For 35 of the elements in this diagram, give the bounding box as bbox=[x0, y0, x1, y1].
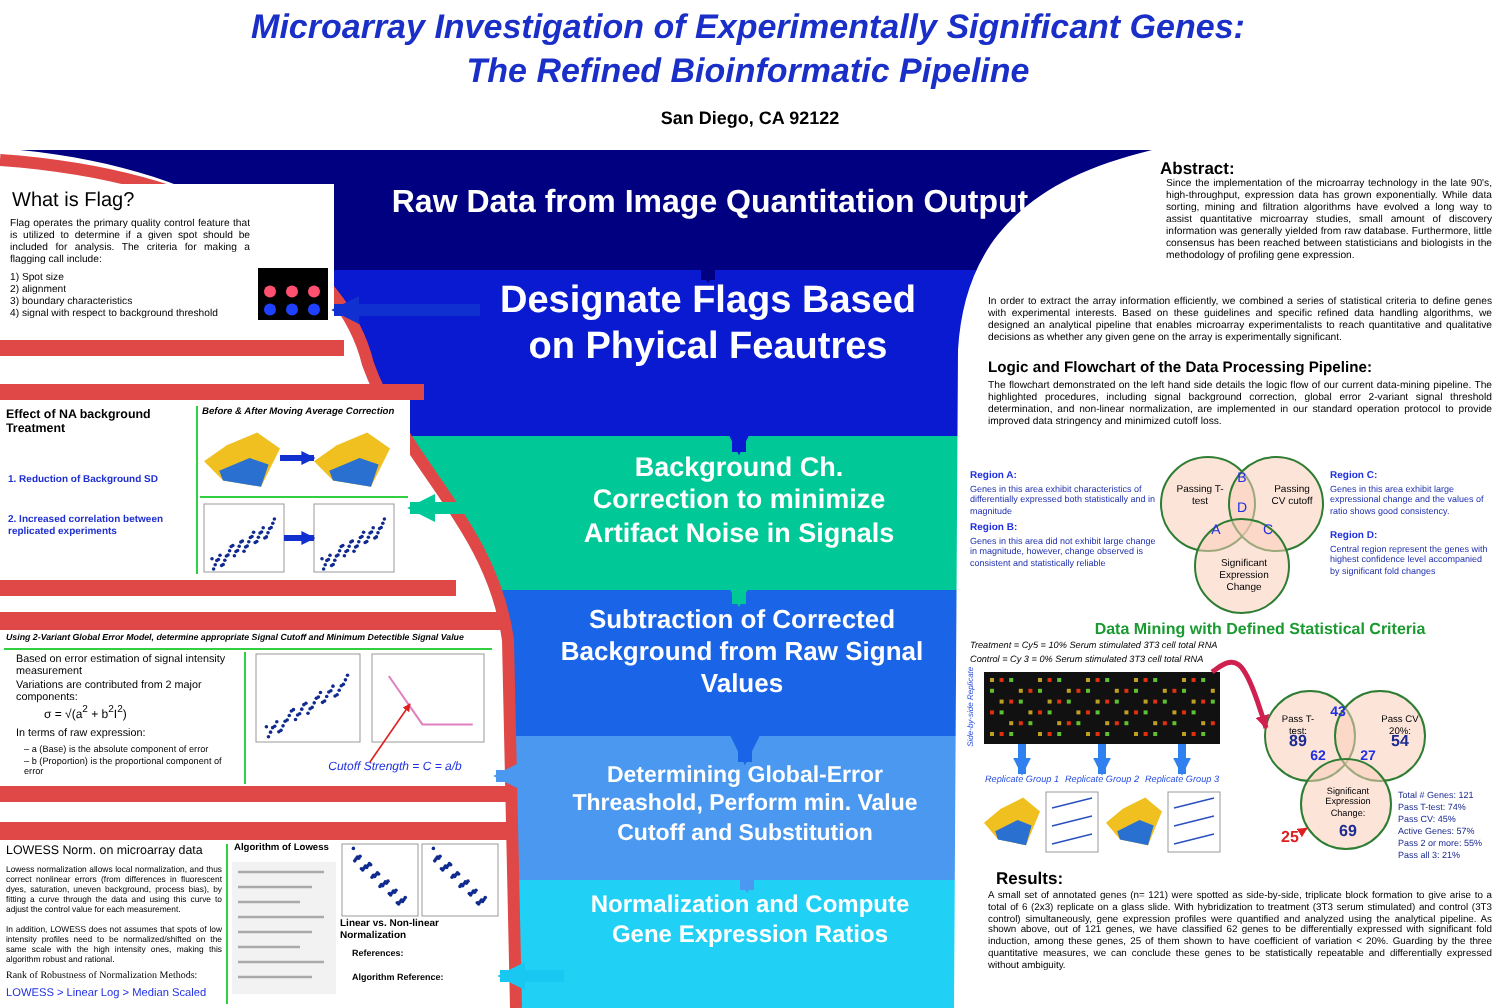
count-value: 25 bbox=[1276, 828, 1304, 847]
stage-title: Designate Flags Based on Phyical Feautres bbox=[480, 280, 936, 372]
venn-circle bbox=[1300, 758, 1392, 850]
arrow bbox=[1210, 659, 1270, 730]
info-panel bbox=[0, 630, 496, 786]
panel-heading: What is Flag? bbox=[12, 190, 137, 214]
arrow bbox=[1013, 744, 1031, 776]
count-value: 89 bbox=[1287, 732, 1309, 751]
arrow bbox=[284, 531, 316, 545]
arrow bbox=[1093, 744, 1111, 776]
section-heading: Results: bbox=[996, 868, 1066, 889]
stage-title: Normalization and Compute Gene Expression Ratios bbox=[564, 890, 936, 949]
arrow bbox=[280, 451, 316, 465]
count-value: 54 bbox=[1391, 732, 1409, 751]
info-panel bbox=[0, 400, 410, 580]
arrow bbox=[1173, 744, 1191, 776]
count-value: 69 bbox=[1337, 822, 1359, 841]
venn-circle bbox=[1228, 456, 1324, 552]
affiliation-text: San Diego, CA 92122 bbox=[658, 108, 842, 130]
arrow bbox=[1296, 827, 1308, 838]
section-heading: Abstract: bbox=[1160, 158, 1237, 178]
venn-circle bbox=[1334, 690, 1426, 782]
poster-title: Microarray Investigation of Experimentally Significant Genes: The Refined Bioinformatic Pipeline bbox=[249, 6, 1247, 95]
arrow bbox=[331, 296, 480, 324]
stage-title: Subtraction of Corrected Background from Raw Signal Values bbox=[530, 604, 954, 700]
section-heading: Data Mining with Defined Statistical Criteria bbox=[1092, 620, 1428, 639]
arrow bbox=[497, 962, 564, 990]
stage-title: Raw Data from Image Quantitation Output bbox=[300, 186, 1120, 224]
scatter-plot-drawing bbox=[314, 504, 394, 572]
venn-circle bbox=[1194, 518, 1290, 614]
info-panel bbox=[0, 840, 500, 1008]
scatter-plot-drawing bbox=[204, 504, 284, 572]
stage-title: Background Ch. Correction to minimize Artifact Noise in Signals bbox=[564, 452, 914, 551]
microarray-image-placeholder bbox=[984, 672, 1220, 744]
stage-title: Determining Global-Error Threashold, Perform min. Value Cutoff and Substitution bbox=[560, 762, 930, 849]
